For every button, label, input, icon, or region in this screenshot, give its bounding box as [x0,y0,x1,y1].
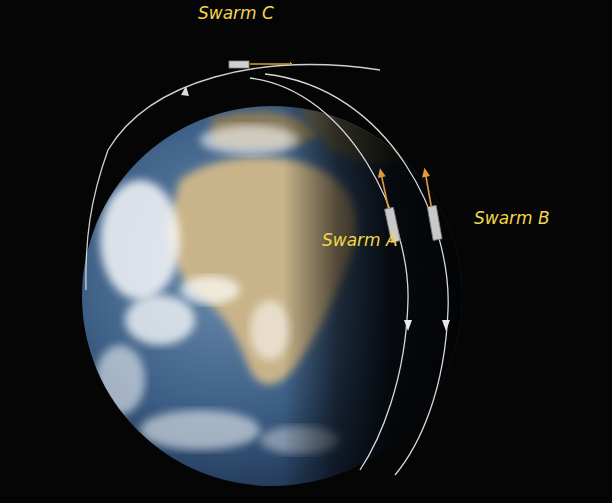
satellite-label: Swarm C [198,3,274,23]
direction-arrow [404,320,412,331]
direction-arrow [442,320,450,331]
earth-surface [80,100,470,500]
direction-arrow [181,86,189,96]
orbit-line [265,74,448,475]
satellite-label: Swarm A [322,230,398,250]
satellite [421,167,443,240]
satellite-label: Swarm B [474,208,550,228]
satellite [229,61,292,68]
